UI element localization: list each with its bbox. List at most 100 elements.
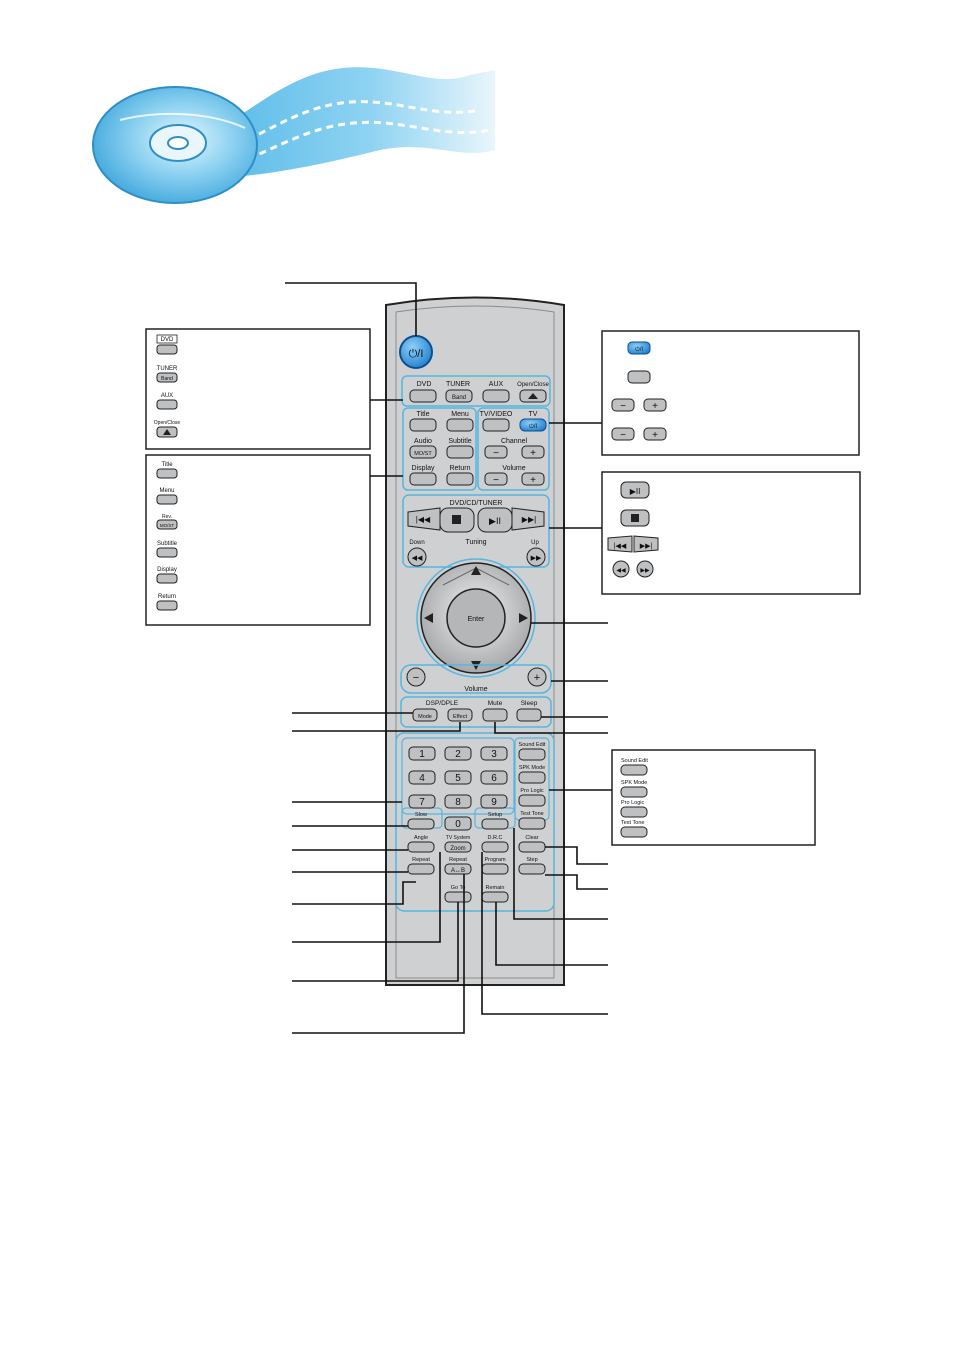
navigation-pad: Enter [416,558,536,678]
digit-3-button[interactable] [480,746,508,761]
channel-plus-button[interactable] [521,445,545,459]
digit-7-button[interactable] [408,794,436,809]
sleep-label: Sleep [521,700,538,707]
effect-button[interactable] [447,708,473,722]
callout-mo-st-label: MO/ST [160,523,175,528]
skip-back-button[interactable] [407,507,441,531]
spk-mode-label: SPK Mode [519,765,545,771]
menu-button[interactable] [446,418,474,432]
angle-button[interactable] [407,841,435,853]
digit-0-button[interactable] [444,816,472,831]
callout-skip-back-button [607,535,633,553]
right-arrow-icon[interactable] [519,613,528,623]
callout-skip-back-icon: |◀◀ [614,543,627,550]
digit-5-button[interactable] [444,770,472,785]
dvd-label: DVD [417,381,432,388]
digit-9-button[interactable] [480,794,508,809]
digit-1-button[interactable] [408,746,436,761]
pro-logic-button[interactable] [518,794,546,807]
skip-forward-button[interactable] [511,507,545,531]
digit-6-button[interactable] [480,770,508,785]
callout-sound-edit-button [620,764,648,776]
film-strip-graphic [185,67,495,178]
display-button[interactable] [409,472,437,486]
program-button[interactable] [481,863,509,875]
volume-up-button[interactable] [527,667,547,687]
leader-step [545,874,608,890]
tv-video-button[interactable] [482,418,510,432]
up-arrow-icon[interactable] [471,566,481,575]
remain-button[interactable] [481,891,509,903]
tv-volume-plus-button[interactable] [521,472,545,486]
aux-label: AUX [489,381,504,388]
display-label: Display [412,465,435,472]
mode-button[interactable] [412,708,438,722]
tuning-up-label: Up [531,540,539,546]
callout-title-label: Title [161,462,173,468]
tv-volume-minus-button[interactable] [484,472,508,486]
sound-edit-button[interactable] [518,748,546,761]
spk-mode-button[interactable] [518,771,546,784]
dvd-button[interactable] [409,389,437,403]
channel-minus-button[interactable] [484,445,508,459]
leader-go-to [292,902,459,982]
digit-4-button[interactable] [408,770,436,785]
setup-label: Setup [488,812,502,818]
setup-button[interactable] [481,818,509,830]
left-arrow-icon[interactable] [424,613,433,623]
clear-button[interactable] [518,841,546,853]
zoom-button[interactable] [444,841,472,853]
power-button[interactable]: ⏻/I [399,335,433,369]
digit-keys: 1 2 3 4 5 6 7 8 9 0 [408,746,508,831]
tv-power-button[interactable] [519,418,547,432]
mute-label: Mute [488,700,503,707]
program-label: Program [484,857,506,863]
callout-rev-label: Rev. [162,514,172,520]
subtitle-button[interactable] [446,445,474,459]
callout-fast-forward-icon: ▶▶ [640,568,650,574]
step-button[interactable] [518,863,546,875]
callout-play-pause-icon: ▶II [630,487,641,496]
callout-fast-forward-button [636,560,654,578]
drc-button[interactable] [481,841,509,853]
tuning-down-button[interactable] [407,547,427,567]
sound-edit-label: Sound Edit [519,742,546,748]
audio-button[interactable] [409,445,437,459]
callout-skip-forward-button [633,535,659,553]
volume-down-button[interactable] [406,667,426,687]
skip-back-icon: |◀◀ [416,515,431,524]
clear-label: Clear [525,835,538,841]
repeat-ab-label: Repeat [449,857,467,863]
callout-test-tone-label: Test Tone [621,820,644,826]
slow-button[interactable] [407,818,435,830]
mute-button[interactable] [482,708,508,722]
aux-button[interactable] [482,389,510,403]
callout-volume-minus-label: − [620,430,626,441]
callout-channel-plus-label: + [652,401,658,412]
return-button[interactable] [446,472,474,486]
title-button[interactable] [409,418,437,432]
callout-sound-box: Sound Edit SPK Mode Pro Logic Test Tone [611,749,816,846]
digit-2-button[interactable] [444,746,472,761]
enter-button[interactable] [446,588,506,648]
digit-3-label: 3 [491,749,497,760]
channel-plus-label: + [530,448,536,459]
drc-label: D.R.C [488,835,503,841]
sleep-button[interactable] [516,708,542,722]
test-tone-button[interactable] [518,817,546,830]
tuning-down-label: Down [409,540,424,546]
tuning-up-button[interactable] [526,547,546,567]
menu-label: Menu [451,411,469,418]
callout-return-button [156,600,178,611]
repeat-button[interactable] [407,863,435,875]
digit-8-button[interactable] [444,794,472,809]
tv-label: TV [529,411,538,418]
repeat-ab-button[interactable] [444,863,472,875]
angle-label: Angle [414,835,428,841]
callout-tuner-label: TUNER [157,366,178,372]
go-to-button[interactable] [444,891,472,903]
callout-volume-plus-button [643,427,667,441]
tuner-band-button[interactable] [445,389,473,403]
callout-source-box: DVD TUNER Band AUX Open/Close [145,328,371,450]
callout-dvd-label: DVD [161,337,174,343]
